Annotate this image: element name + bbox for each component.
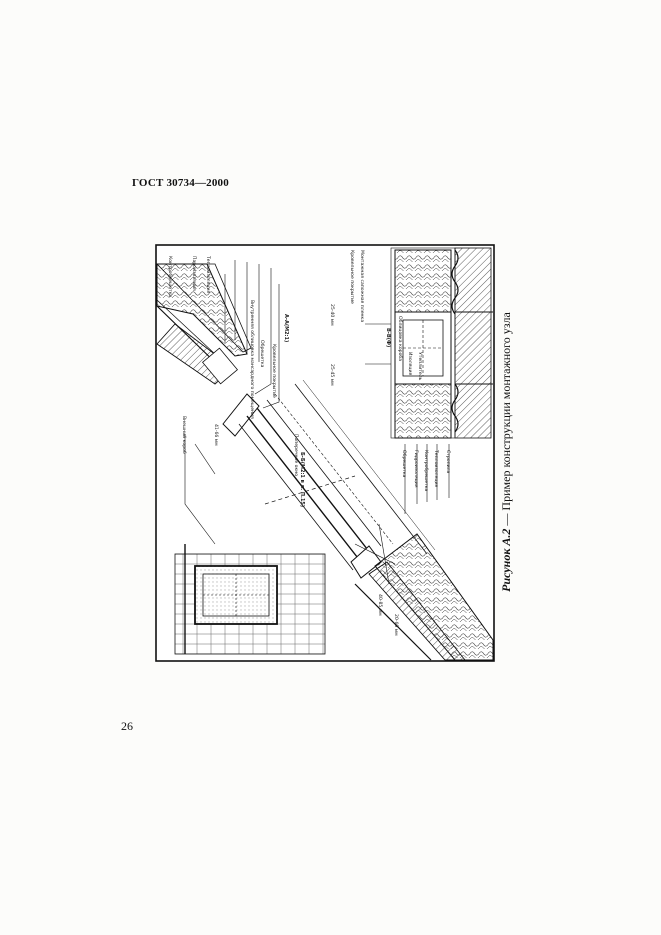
label-bottom-3: Контробрешетка: [423, 450, 429, 492]
label-dim-2: 25-40 мм: [329, 304, 335, 326]
label-section-a: А-А(М2:1): [283, 314, 289, 342]
label-slope-2: Поперечное окно: [293, 434, 299, 476]
figure-label: Рисунок А.2: [499, 528, 513, 592]
label-bottom-1: Обрешетка: [401, 450, 407, 478]
label-dim-5: 20-60 мм: [393, 614, 399, 636]
label-section-b: Б-Б(М2:1 в л. П.15): [299, 452, 305, 507]
label-section-c: В-В(Ф): [385, 328, 391, 347]
leader-lines: [184, 260, 450, 585]
label-center-1: Облицовка короба: [397, 316, 403, 361]
label-bottom-5: Стропила: [445, 450, 451, 474]
page-number: 26: [121, 719, 133, 733]
figure-dash: —: [499, 510, 513, 529]
installation-drawing: Контробрешетка Пароизоляция Теплоизоляци…: [155, 244, 495, 662]
label-top-3: Теплоизоляция: [205, 255, 211, 293]
document-header: ГОСТ 30734—2000: [132, 177, 229, 189]
figure-caption: Рисунок А.2 — Пример конструкции монтажн…: [499, 292, 517, 612]
label-top-5: Обрешетка: [259, 340, 265, 368]
label-bottom-2: Гидроизоляция: [413, 450, 419, 488]
drawing-labels: Контробрешетка Пароизоляция Теплоизоляци…: [167, 250, 451, 636]
label-top-6: Кровельное покрытие: [271, 344, 277, 398]
label-top-1: Контробрешетка: [167, 256, 173, 298]
label-center-2: Изоляция: [407, 352, 413, 376]
label-top-4: Внутренняя облицовка мансардного помещен…: [249, 300, 255, 419]
label-top-2: Пароизоляция: [191, 256, 197, 291]
label-right-top-2: Монтажная сапожная пленка: [359, 250, 365, 322]
window-elevation: [174, 544, 326, 655]
vertical-section: [390, 247, 493, 439]
label-dim-1: 41-66 мм: [213, 424, 219, 446]
label-right-top-1: Кровельное покрытие: [349, 250, 355, 304]
label-center-3: Утеплитель: [417, 352, 423, 381]
label-slope-1: Внешний короб: [181, 416, 188, 454]
label-dim-3: 25-45 мм: [329, 364, 335, 386]
roof-section-top: [156, 263, 252, 385]
label-dim-4: 40-85 мм: [377, 594, 383, 616]
figure-title: Пример конструкции монтажного узла: [499, 312, 513, 511]
label-bottom-4: Теплоизоляция: [433, 449, 439, 487]
roof-section-bottom: [354, 533, 494, 661]
